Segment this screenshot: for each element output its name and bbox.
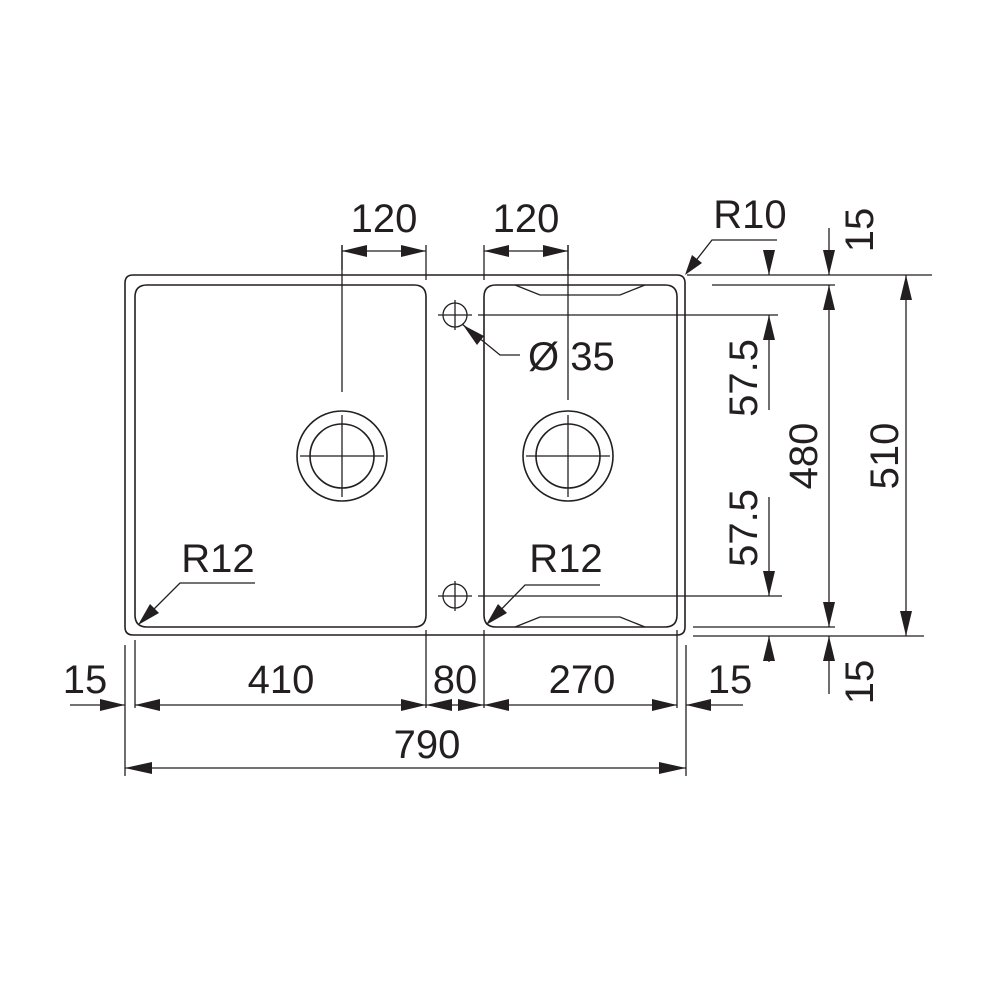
dim-tap-hole: Ø 35 bbox=[461, 323, 615, 379]
dim-120-right: 120 bbox=[483, 197, 569, 280]
dim-57-5-top: 57.5 bbox=[722, 250, 775, 417]
right-bowl bbox=[483, 284, 678, 628]
dim-57-5-bottom: 57.5 bbox=[722, 489, 775, 662]
dim-tap-hole-label: Ø 35 bbox=[528, 335, 615, 379]
dim-410: 410 bbox=[135, 658, 426, 711]
right-drain-icon bbox=[522, 245, 614, 502]
extension-lines-bottom bbox=[124, 630, 687, 776]
dim-r12-right-label: R12 bbox=[529, 537, 602, 581]
dim-480-label: 480 bbox=[782, 423, 826, 490]
left-bowl bbox=[134, 284, 427, 628]
dim-r10: R10 bbox=[685, 193, 787, 275]
dim-120-right-label: 120 bbox=[493, 197, 560, 241]
groove-top bbox=[514, 284, 646, 296]
dim-r10-label: R10 bbox=[713, 193, 786, 237]
groove-bottom bbox=[514, 616, 646, 628]
dim-270: 270 bbox=[484, 658, 677, 711]
dim-r12-left: R12 bbox=[138, 537, 255, 625]
dim-510: 510 bbox=[863, 275, 912, 636]
dim-120-left-label: 120 bbox=[351, 197, 418, 241]
dim-rim-right-label: 15 bbox=[708, 658, 753, 702]
dim-r12-right: R12 bbox=[486, 537, 603, 625]
dim-80-label: 80 bbox=[433, 658, 478, 702]
tap-hole-top-icon bbox=[438, 300, 778, 330]
dim-rim-bottom-label: 15 bbox=[838, 660, 882, 705]
dim-790: 790 bbox=[125, 723, 686, 774]
dim-510-label: 510 bbox=[863, 423, 907, 490]
dim-480: 480 bbox=[782, 285, 835, 627]
dim-rim-left: 15 bbox=[63, 658, 125, 711]
dim-120-left: 120 bbox=[341, 197, 427, 280]
dim-410-label: 410 bbox=[248, 658, 315, 702]
extension-lines-right bbox=[687, 274, 932, 637]
dim-rim-right: 15 bbox=[686, 658, 752, 711]
dim-rim-top: 15 bbox=[823, 208, 882, 275]
dim-270-label: 270 bbox=[549, 658, 616, 702]
dim-57-5-bottom-label: 57.5 bbox=[722, 489, 766, 567]
dim-rim-left-label: 15 bbox=[63, 658, 108, 702]
dim-r12-left-label: R12 bbox=[181, 537, 254, 581]
sink-outline bbox=[124, 274, 686, 636]
dim-57-5-top-label: 57.5 bbox=[722, 339, 766, 417]
dim-790-label: 790 bbox=[394, 723, 461, 767]
dim-rim-bottom: 15 bbox=[823, 636, 882, 704]
left-drain-icon bbox=[296, 245, 388, 502]
dim-80: 80 bbox=[426, 658, 484, 711]
tap-hole-bottom-icon bbox=[438, 581, 782, 611]
dim-rim-top-label: 15 bbox=[838, 208, 882, 253]
